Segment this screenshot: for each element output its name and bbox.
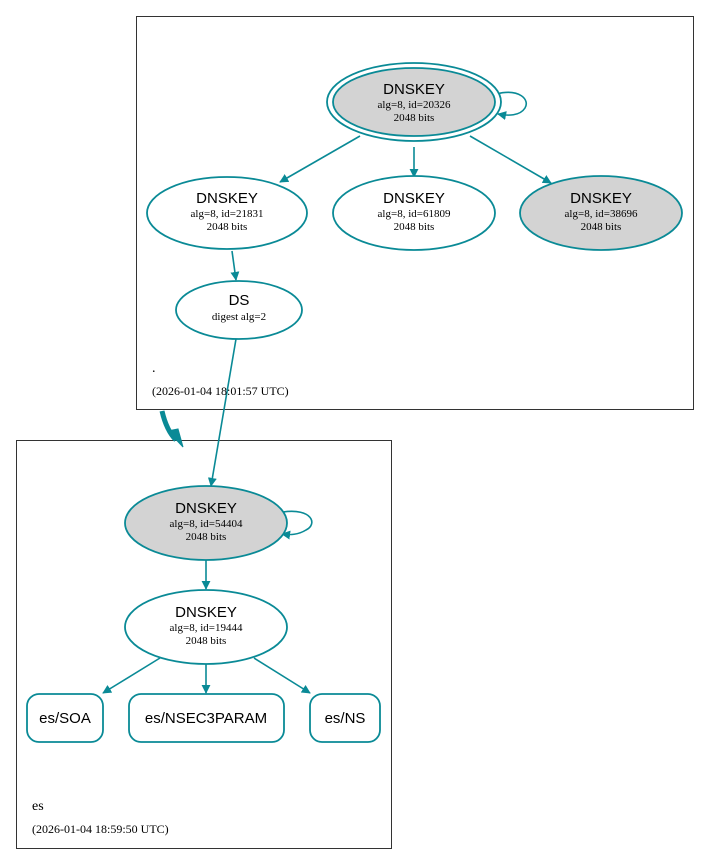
edge-ksk-self <box>495 91 527 120</box>
root-key3-title: DNSKEY <box>570 190 632 207</box>
es-ds-digest: digest alg=2 <box>212 311 266 323</box>
root-zsk1-title: DNSKEY <box>196 190 258 207</box>
root-zsk2-title: DNSKEY <box>383 190 445 207</box>
delegation-edge <box>159 410 184 448</box>
rrset-nsec3param[interactable]: es/NSEC3PARAM <box>128 693 285 743</box>
es-ksk-node[interactable]: DNSKEY alg=8, id=54404 2048 bits <box>124 485 288 561</box>
es-edges <box>102 510 313 694</box>
root-zone-timestamp: (2026-01-04 18:01:57 UTC) <box>152 384 289 398</box>
rrset-ns[interactable]: es/NS <box>309 693 381 743</box>
edge-zsk1-to-ds <box>230 250 240 281</box>
rrset-nsec3param-label: es/NSEC3PARAM <box>145 710 267 727</box>
es-ds-title: DS <box>229 292 250 309</box>
rrset-soa[interactable]: es/SOA <box>26 693 104 743</box>
es-zsk-title: DNSKEY <box>175 604 237 621</box>
edge-es-ksk-self <box>281 510 313 540</box>
root-ksk-title: DNSKEY <box>383 81 445 98</box>
edge-ksk-to-key3 <box>469 135 552 184</box>
edge-zsk-to-ns <box>253 657 311 694</box>
edge-ksk-to-zsk1 <box>279 135 361 183</box>
root-zsk2-bits: 2048 bits <box>394 221 435 233</box>
es-ksk-alg: alg=8, id=54404 <box>170 518 243 530</box>
root-zsk2-node[interactable]: DNSKEY alg=8, id=61809 2048 bits <box>332 175 496 251</box>
root-edges <box>230 91 552 281</box>
rrset-ns-label: es/NS <box>325 710 366 727</box>
root-zsk1-bits: 2048 bits <box>207 221 248 233</box>
es-zone-name: es <box>32 799 44 814</box>
root-key3-alg: alg=8, id=38696 <box>565 208 638 220</box>
edge-zsk-to-soa <box>102 657 161 694</box>
root-ksk-alg: alg=8, id=20326 <box>378 99 451 111</box>
rrset-soa-label: es/SOA <box>39 710 91 727</box>
es-zsk-alg: alg=8, id=19444 <box>170 622 243 634</box>
es-ds-node[interactable]: DS digest alg=2 <box>175 280 303 340</box>
edge-ds-to-es-ksk <box>207 338 237 487</box>
root-zone-name: . <box>152 361 156 376</box>
es-zone-timestamp: (2026-01-04 18:59:50 UTC) <box>32 822 169 836</box>
root-key3-bits: 2048 bits <box>581 221 622 233</box>
root-zsk1-alg: alg=8, id=21831 <box>191 208 264 220</box>
root-zsk1-node[interactable]: DNSKEY alg=8, id=21831 2048 bits <box>146 176 308 250</box>
es-ksk-title: DNSKEY <box>175 500 237 517</box>
es-zsk-node[interactable]: DNSKEY alg=8, id=19444 2048 bits <box>124 589 288 665</box>
root-ksk-node[interactable]: DNSKEY alg=8, id=20326 2048 bits <box>326 62 502 142</box>
root-ksk-bits: 2048 bits <box>394 112 435 124</box>
root-zsk2-alg: alg=8, id=61809 <box>378 208 451 220</box>
root-key3-node[interactable]: DNSKEY alg=8, id=38696 2048 bits <box>519 175 683 251</box>
es-zsk-bits: 2048 bits <box>186 635 227 647</box>
es-ksk-bits: 2048 bits <box>186 531 227 543</box>
